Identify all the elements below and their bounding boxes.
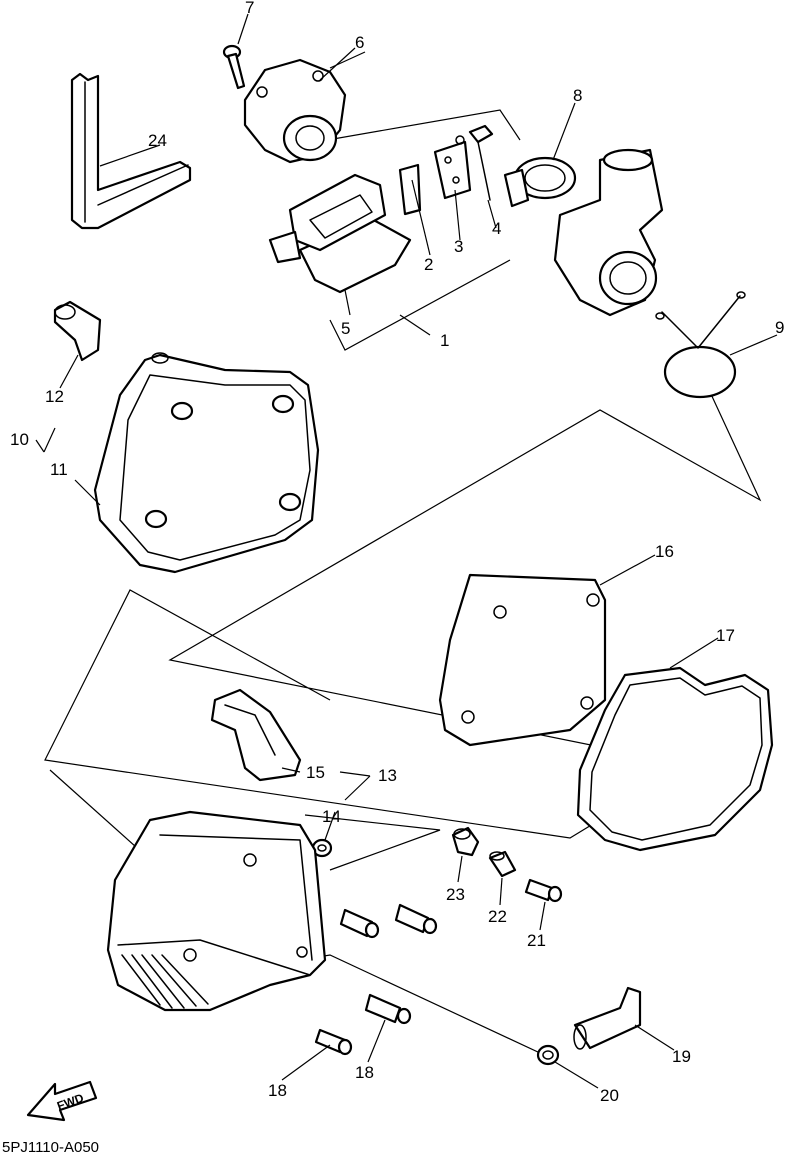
callout-18-right: 18 [355,1063,374,1082]
part-clamp-9[interactable] [655,291,746,399]
part-joint-6[interactable] [243,58,347,164]
part-screw-7[interactable] [222,44,246,90]
part-joint-15[interactable] [210,688,302,782]
part-screw-18b[interactable] [364,993,412,1025]
part-joint-12[interactable] [53,300,102,362]
part-clamp-8[interactable] [503,156,577,208]
callout-2: 2 [424,255,433,274]
part-drain-19[interactable] [573,986,642,1050]
callout-1: 1 [440,331,449,350]
part-gasket-17[interactable] [576,666,774,852]
part-case-lower[interactable] [106,810,327,1012]
part-hose-24[interactable] [70,72,192,230]
callout-8: 8 [573,86,582,105]
callout-23: 23 [446,885,465,904]
callout-17: 17 [716,626,735,645]
part-element-16[interactable] [438,573,607,747]
part-screw-21[interactable] [524,878,563,903]
callout-19: 19 [672,1047,691,1066]
callout-6: 6 [355,33,364,52]
part-collar-22[interactable] [488,850,517,878]
callout-24: 24 [148,131,167,150]
callout-21: 21 [527,931,546,950]
part-plug-20[interactable] [536,1044,560,1066]
part-screw-18a[interactable] [314,1028,353,1056]
callout-20: 20 [600,1086,619,1105]
part-screw-a[interactable] [339,908,380,939]
callout-4: 4 [492,219,501,238]
fwd-arrow: FWD [26,1080,98,1122]
callout-labels: 7 6 8 24 2 3 4 5 1 9 12 10 11 16 17 15 1… [10,0,784,1105]
callout-11: 11 [50,460,68,479]
part-screw-b[interactable] [394,903,438,935]
callout-3: 3 [454,237,463,256]
callout-leader-lines [35,13,778,1089]
part-grommet-23[interactable] [451,826,480,857]
callout-15: 15 [306,763,325,782]
callout-16: 16 [655,542,674,561]
callout-18-left: 18 [268,1081,287,1100]
carburetor-reference [553,148,664,317]
callout-5: 5 [341,319,350,338]
part-case-11[interactable] [93,352,320,574]
callout-22: 22 [488,907,507,926]
callout-9: 9 [775,318,784,337]
callout-14: 14 [322,807,341,826]
callout-13: 13 [378,766,397,785]
part-reed-valve-assembly[interactable] [268,124,494,294]
callout-7: 7 [245,0,254,17]
callout-12: 12 [45,387,64,406]
diagram-code: 5PJ1110-A050 [2,1139,99,1156]
callout-10: 10 [10,430,29,449]
